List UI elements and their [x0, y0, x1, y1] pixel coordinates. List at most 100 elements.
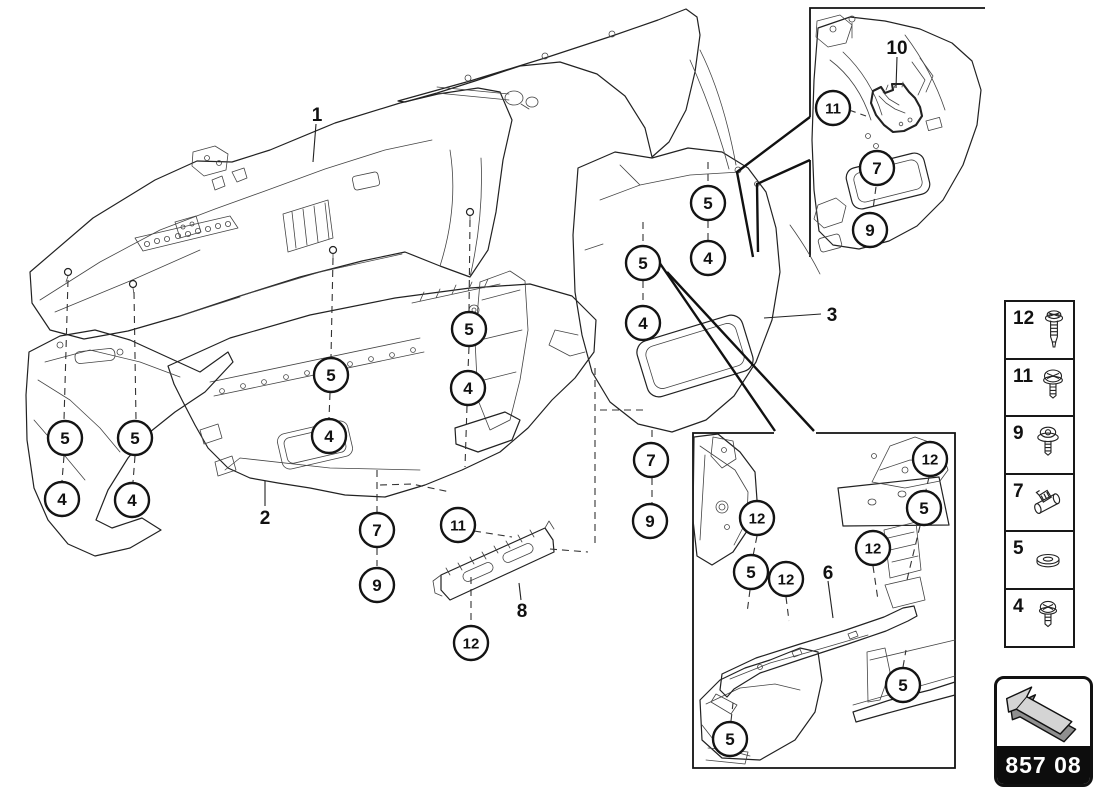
- callout-7: 7: [632, 441, 670, 479]
- upper-inset: [789, 7, 985, 275]
- svg-text:7: 7: [372, 521, 381, 540]
- part-6-bracket-drawing: [710, 605, 918, 715]
- washer-icon: [1036, 554, 1060, 568]
- legend-number: 9: [1013, 423, 1024, 445]
- callout-4: 4: [624, 304, 662, 342]
- svg-text:5: 5: [130, 429, 139, 448]
- callout-5: 5: [905, 489, 943, 527]
- legend-number: 12: [1013, 308, 1035, 329]
- part-label-8: 8: [517, 601, 528, 622]
- svg-text:5: 5: [746, 563, 755, 582]
- part-label-1: 1: [312, 105, 323, 126]
- direction-arrow-icon: [1005, 685, 1076, 742]
- svg-text:11: 11: [825, 100, 841, 117]
- svg-text:4: 4: [127, 491, 137, 510]
- legend-row-5: 5: [1004, 530, 1075, 590]
- svg-text:5: 5: [725, 730, 734, 749]
- svg-text:9: 9: [865, 221, 874, 240]
- legend-number: 11: [1013, 365, 1034, 387]
- part-1-top-panel-drawing: [29, 87, 513, 340]
- svg-text:7: 7: [646, 451, 655, 470]
- callout-4: 4: [689, 239, 727, 277]
- washer-screw-icon: [1037, 426, 1060, 456]
- svg-text:12: 12: [463, 635, 480, 652]
- part-3-right-section-drawing: [548, 49, 781, 433]
- spring-clip-icon: [1034, 489, 1061, 514]
- callout-5: 5: [884, 666, 922, 704]
- svg-text:5: 5: [464, 320, 473, 339]
- svg-text:5: 5: [898, 676, 907, 695]
- svg-text:4: 4: [463, 379, 473, 398]
- callout-12: 12: [738, 499, 776, 537]
- svg-text:4: 4: [324, 427, 334, 446]
- svg-text:4: 4: [703, 249, 713, 268]
- svg-text:12: 12: [749, 510, 766, 527]
- svg-text:4: 4: [638, 314, 648, 333]
- callout-5: 5: [116, 419, 154, 457]
- lower-inset: [692, 432, 956, 769]
- section-code-box: 857 08: [994, 676, 1093, 787]
- legend-row-4: 4: [1004, 587, 1075, 648]
- flange-bolt-icon: [1044, 310, 1063, 348]
- svg-text:9: 9: [645, 512, 654, 531]
- callout-4: 4: [310, 417, 348, 455]
- callout-7: 7: [358, 511, 396, 549]
- fastener-legend: 12 11: [1004, 300, 1075, 648]
- callout-7: 7: [858, 149, 896, 187]
- label-leader-lines: [264, 56, 898, 619]
- part-10-clip-drawing: [869, 81, 924, 134]
- part-8-bracket-drawing: [432, 520, 555, 601]
- part-label-3: 3: [827, 305, 838, 326]
- legend-row-9: 9: [1004, 415, 1075, 475]
- callout-5: 5: [689, 184, 727, 222]
- callout-9: 9: [358, 566, 396, 604]
- legend-row-7: 7: [1004, 472, 1075, 533]
- callout-5: 5: [732, 553, 770, 591]
- callout-4: 4: [449, 369, 487, 407]
- part-label-2: 2: [260, 508, 271, 529]
- dashed-leader-lines: [61, 109, 930, 722]
- callout-9: 9: [631, 502, 669, 540]
- legend-number: 5: [1013, 538, 1024, 560]
- lower-inset-frame: [692, 432, 956, 769]
- callout-12: 12: [911, 440, 949, 478]
- inset-connector-lines: [658, 116, 815, 432]
- svg-text:4: 4: [57, 490, 67, 509]
- short-screw-icon: [1039, 600, 1058, 627]
- svg-text:12: 12: [778, 571, 795, 588]
- legend-row-11: 11: [1004, 357, 1075, 418]
- callout-11: 11: [814, 89, 852, 127]
- callout-5: 5: [46, 419, 84, 457]
- callout-4: 4: [43, 480, 81, 518]
- part-label-10: 10: [886, 38, 907, 59]
- section-code: 857 08: [997, 746, 1090, 784]
- legend-number: 4: [1013, 595, 1024, 617]
- upper-inset-frame: [809, 7, 985, 117]
- svg-text:5: 5: [326, 366, 335, 385]
- svg-text:12: 12: [922, 451, 939, 468]
- svg-text:7: 7: [872, 159, 881, 178]
- rivet-hole-row: [143, 220, 231, 247]
- callout-5: 5: [624, 244, 662, 282]
- callout-5: 5: [312, 356, 350, 394]
- left-end-cap-drawing: [25, 329, 234, 557]
- windshield-frame-drawing: [397, 8, 701, 158]
- svg-text:9: 9: [372, 576, 381, 595]
- legend-row-12: 12: [1004, 300, 1075, 360]
- svg-text:5: 5: [638, 254, 647, 273]
- callout-12: 12: [767, 560, 805, 598]
- part-2-dash-body-drawing: [167, 270, 597, 498]
- callout-11: 11: [439, 506, 477, 544]
- callout-5: 5: [450, 310, 488, 348]
- svg-text:5: 5: [703, 194, 712, 213]
- svg-text:12: 12: [865, 540, 882, 557]
- callout-9: 9: [851, 211, 889, 249]
- mounting-stud-icons: [63, 207, 475, 295]
- legend-number: 7: [1013, 480, 1024, 502]
- svg-text:5: 5: [919, 499, 928, 518]
- callout-4: 4: [113, 481, 151, 519]
